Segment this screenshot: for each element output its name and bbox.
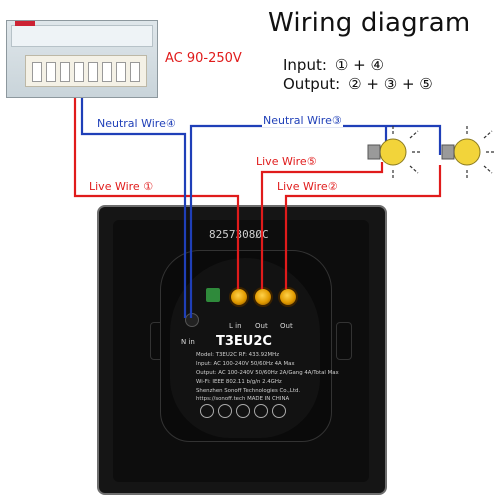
spec-line: Output: AC 100-240V 50/60Hz 2A/Gang 4A/T… — [196, 370, 339, 376]
breaker-switch — [102, 62, 112, 82]
ground-terminal — [206, 288, 220, 302]
output-label: Output: — [283, 75, 341, 93]
breaker-lid — [11, 25, 153, 47]
breaker-switch — [46, 62, 56, 82]
wire-label-live-1: Live Wire ① — [88, 180, 155, 193]
breaker-row — [25, 55, 147, 87]
spec-line: Model: T3EU2C RF: 433.92MHz — [196, 352, 280, 358]
cert-icon — [272, 404, 286, 418]
input-line: Input: ① + ④ — [283, 56, 384, 74]
input-label: Input: — [283, 56, 327, 74]
terminal-label-n-in: N in — [181, 338, 195, 346]
terminal-label-l-in: L in — [229, 322, 242, 330]
breaker-switch — [130, 62, 140, 82]
spec-line: Wi-Fi: IEEE 802.11 b/g/n 2.4GHz — [196, 379, 282, 385]
terminal-label-out-2: Out — [280, 322, 293, 330]
terminal-l-in — [229, 287, 249, 307]
spec-line: Input: AC 100-240V 50/60Hz 4A Max — [196, 361, 295, 367]
device-serial: 8257308ØC — [209, 228, 269, 241]
cert-icon — [218, 404, 232, 418]
wire-label-live-2: Live Wire② — [276, 180, 339, 193]
wire-label-neutral-4: Neutral Wire④ — [96, 117, 177, 130]
breaker-box — [6, 20, 158, 98]
terminal-out-2 — [278, 287, 298, 307]
output-line: Output: ② + ③ + ⑤ — [283, 75, 433, 93]
terminal-label-out-1: Out — [255, 322, 268, 330]
breaker-switch — [88, 62, 98, 82]
light-bulb-icon — [367, 126, 422, 178]
breaker-switch — [116, 62, 126, 82]
breaker-badge — [15, 21, 35, 26]
input-value: ① + ④ — [334, 56, 384, 74]
ac-voltage-label: AC 90-250V — [165, 51, 242, 66]
terminal-out-1 — [253, 287, 273, 307]
neutral-terminal — [185, 313, 199, 327]
cert-icon — [254, 404, 268, 418]
wire-label-neutral-3: Neutral Wire③ — [262, 114, 343, 127]
breaker-switch — [32, 62, 42, 82]
cert-icon — [200, 404, 214, 418]
breaker-switch — [60, 62, 70, 82]
spec-line: https://sonoff.tech MADE IN CHINA — [196, 396, 290, 402]
wire-label-live-5: Live Wire⑤ — [255, 155, 318, 168]
cert-icon — [236, 404, 250, 418]
device-model: T3EU2C — [216, 334, 272, 349]
spec-line: Shenzhen Sonoff Technologies Co.,Ltd. — [196, 388, 301, 394]
light-bulb-icon — [441, 126, 496, 178]
diagram-title: Wiring diagram — [268, 8, 471, 38]
mount-clip — [336, 322, 352, 360]
output-value: ② + ③ + ⑤ — [348, 75, 433, 93]
breaker-switch — [74, 62, 84, 82]
